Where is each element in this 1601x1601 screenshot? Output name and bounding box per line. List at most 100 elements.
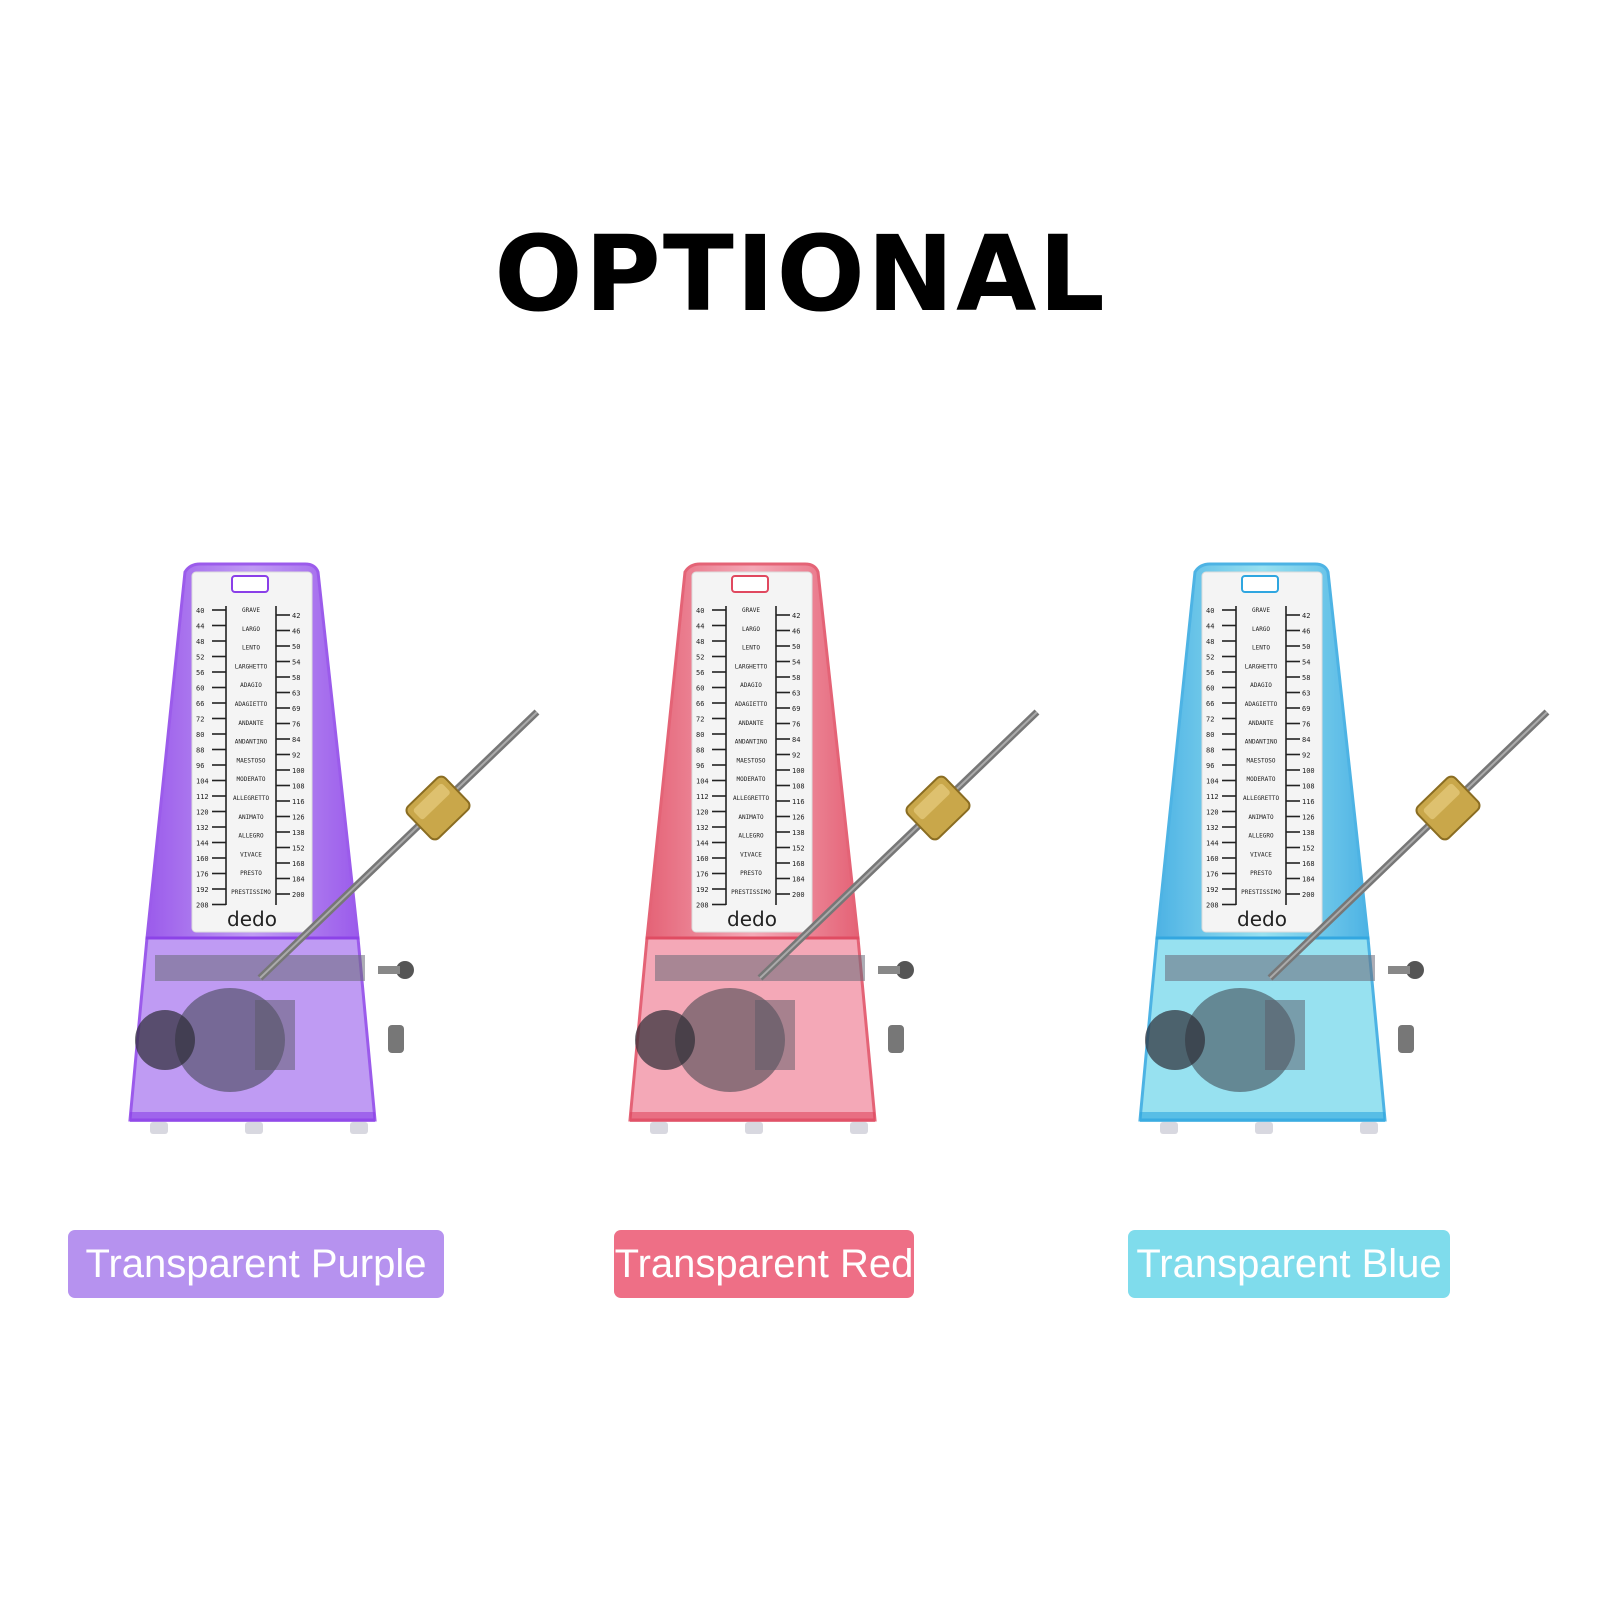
tempo-term: PRESTO: [240, 870, 262, 877]
color-label-blue: Transparent Blue: [1128, 1230, 1450, 1298]
scale-number: 104: [196, 778, 209, 786]
scale-number: 108: [1302, 783, 1315, 791]
scale-number: 138: [292, 829, 305, 837]
scale-number: 96: [196, 762, 204, 770]
scale-number: 116: [1302, 798, 1315, 806]
tempo-term: ANDANTE: [238, 720, 264, 727]
scale-number: 184: [1302, 876, 1315, 884]
scale-number: 54: [1302, 659, 1310, 667]
scale-number: 46: [792, 628, 800, 636]
pendulum-weight: [1415, 775, 1481, 841]
foot: [245, 1122, 263, 1134]
tempo-term: ANIMATO: [238, 814, 264, 821]
scale-number: 54: [292, 659, 300, 667]
scale-number: 104: [696, 778, 709, 786]
scale-number: 69: [792, 705, 800, 713]
scale-number: 48: [1206, 638, 1214, 646]
scale-number: 152: [292, 845, 305, 853]
tempo-term: GRAVE: [1252, 607, 1270, 614]
tempo-term: VIVACE: [240, 851, 262, 858]
scale-number: 100: [292, 767, 305, 775]
tempo-term: ANDANTINO: [735, 739, 768, 746]
scale-number: 138: [792, 829, 805, 837]
tempo-term: ALLEGRO: [1248, 833, 1274, 840]
scale-number: 52: [1206, 654, 1214, 662]
scale-number: 56: [696, 669, 704, 677]
scale-number: 56: [1206, 669, 1214, 677]
tempo-term: VIVACE: [740, 851, 762, 858]
scale-number: 100: [1302, 767, 1315, 775]
tempo-term: MODERATO: [237, 776, 266, 783]
scale-number: 80: [1206, 731, 1214, 739]
scale-number: 144: [696, 840, 709, 848]
scale-number: 84: [792, 736, 800, 744]
scale-number: 46: [292, 628, 300, 636]
scale-number: 44: [196, 623, 204, 631]
scale-number: 200: [292, 891, 305, 899]
scale-number: 54: [792, 659, 800, 667]
tempo-term: ANIMATO: [1248, 814, 1274, 821]
scale-number: 88: [196, 747, 204, 755]
tempo-knob: [896, 961, 914, 979]
tempo-term: MAESTOSO: [237, 757, 266, 764]
scale-number: 160: [196, 855, 209, 863]
tempo-term: ADAGIO: [740, 682, 762, 689]
scale-number: 200: [1302, 891, 1315, 899]
mechanism-weight: [1145, 1010, 1205, 1070]
tempo-term: ADAGIO: [240, 682, 262, 689]
brand-logo: dedo: [1237, 907, 1287, 931]
tempo-term: GRAVE: [742, 607, 760, 614]
scale-number: 58: [292, 674, 300, 682]
tempo-term: ANIMATO: [738, 814, 764, 821]
scale-number: 120: [196, 809, 209, 817]
scale-number: 72: [1206, 716, 1214, 724]
scale-number: 76: [1302, 721, 1310, 729]
scale-number: 42: [792, 612, 800, 620]
page-title: OPTIONAL: [494, 213, 1107, 335]
scale-number: 192: [196, 886, 209, 894]
scale-number: 112: [196, 793, 209, 801]
scale-number: 192: [696, 886, 709, 894]
scale-number: 132: [1206, 824, 1219, 832]
scale-number: 120: [696, 809, 709, 817]
tempo-term: ALLEGRO: [238, 833, 264, 840]
scale-number: 66: [196, 700, 204, 708]
scale-number: 132: [196, 824, 209, 832]
scale-number: 168: [792, 860, 805, 868]
scale-number: 44: [1206, 623, 1214, 631]
scale-number: 100: [792, 767, 805, 775]
scale-number: 69: [292, 705, 300, 713]
scale-number: 44: [696, 623, 704, 631]
scale-number: 176: [1206, 871, 1219, 879]
foot: [150, 1122, 168, 1134]
foot: [1160, 1122, 1178, 1134]
tempo-knob: [1406, 961, 1424, 979]
scale-number: 50: [792, 643, 800, 651]
tempo-term: MAESTOSO: [737, 757, 766, 764]
foot: [1255, 1122, 1273, 1134]
scale-number: 208: [696, 902, 709, 910]
scale-number: 63: [1302, 690, 1310, 698]
tempo-term: ADAGIETTO: [735, 701, 768, 708]
tempo-term: LENTO: [742, 645, 760, 652]
scale-number: 46: [1302, 628, 1310, 636]
scale-number: 126: [792, 814, 805, 822]
tempo-term: ADAGIETTO: [1245, 701, 1278, 708]
scale-number: 92: [792, 752, 800, 760]
tempo-term: LENTO: [242, 645, 260, 652]
scale-number: 144: [196, 840, 209, 848]
scale-number: 66: [696, 700, 704, 708]
scale-number: 60: [696, 685, 704, 693]
tempo-term: VIVACE: [1250, 851, 1272, 858]
scale-number: 60: [196, 685, 204, 693]
scale-number: 72: [696, 716, 704, 724]
scale-number: 192: [1206, 886, 1219, 894]
scale-number: 80: [196, 731, 204, 739]
scale-number: 152: [792, 845, 805, 853]
scale-number: 168: [1302, 860, 1315, 868]
scale-number: 88: [1206, 747, 1214, 755]
scale-number: 58: [792, 674, 800, 682]
mechanism-weight: [635, 1010, 695, 1070]
